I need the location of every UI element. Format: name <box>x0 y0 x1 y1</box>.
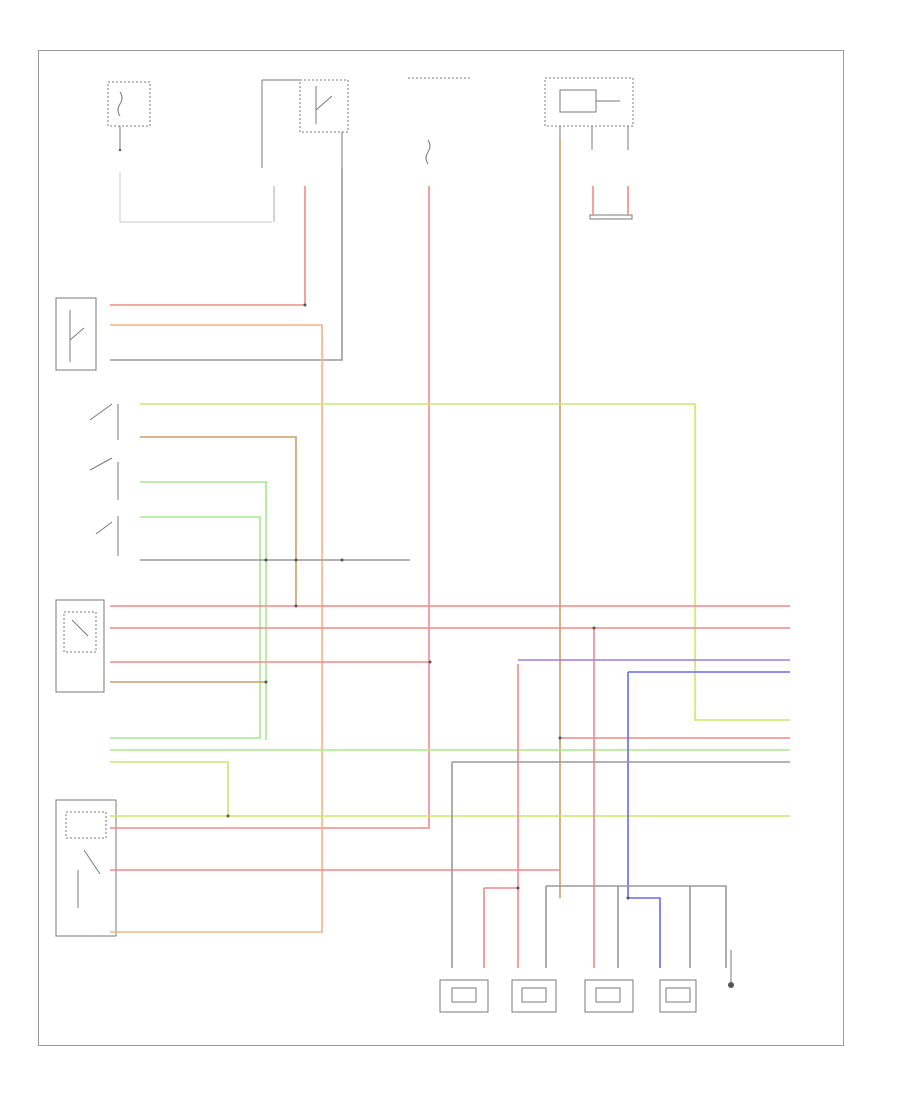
switch-left-3 <box>95 516 119 556</box>
switch-left-top <box>55 297 97 371</box>
lamp-3 <box>584 979 634 1013</box>
diagram-frame <box>38 50 844 1046</box>
lamp-2 <box>511 979 557 1013</box>
lamp-4 <box>659 979 697 1013</box>
fuse-top-center <box>408 77 470 165</box>
relay-top-right <box>544 77 634 220</box>
relay-top-center <box>261 79 349 168</box>
fuse-block-top-left <box>107 81 272 223</box>
module-left-mid <box>55 599 105 693</box>
module-left-bottom <box>55 799 117 937</box>
switch-mid-1 <box>89 403 119 440</box>
ground-icon <box>728 950 734 988</box>
switch-mid-2 <box>89 457 119 500</box>
lamp-1 <box>439 979 489 1013</box>
